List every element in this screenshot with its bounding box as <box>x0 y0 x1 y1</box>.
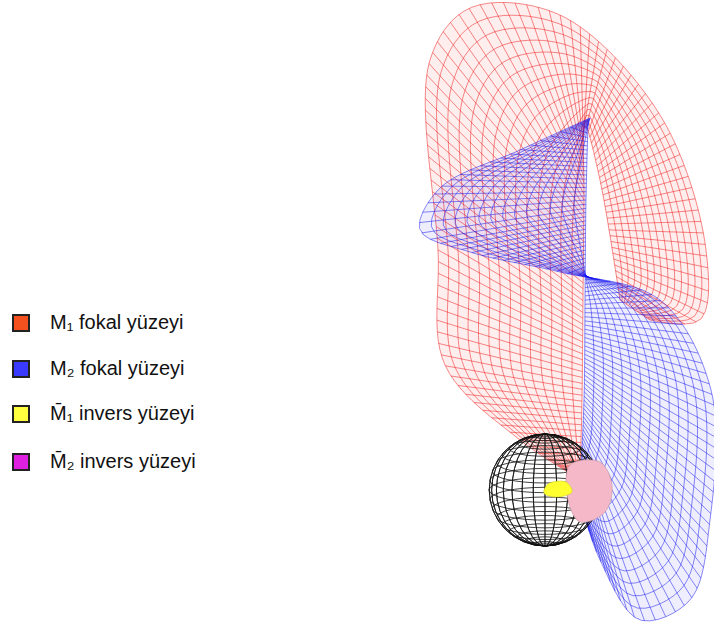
blue-focal-surface-fill <box>419 118 714 621</box>
legend-text: M̄₁ invers yüzeyi <box>50 402 195 425</box>
yellow-inverse-surface <box>544 481 572 497</box>
blue-focal-surface-mesh-line <box>526 123 631 510</box>
sphere-meridian <box>512 434 578 546</box>
blue-focal-surface-mesh-line <box>578 125 588 500</box>
blue-focal-surface-mesh-line <box>431 119 707 609</box>
legend-text: M₁ fokal yüzeyi <box>50 311 183 334</box>
sphere-meridian <box>512 434 578 546</box>
legend-swatch <box>12 453 30 471</box>
helper-path <box>419 118 714 621</box>
legend-entry: M₂ fokal yüzeyi <box>12 357 184 380</box>
blue-focal-surface <box>419 118 714 621</box>
pink-inverse-surface <box>566 460 612 523</box>
legend-text: M₂ fokal yüzeyi <box>50 357 184 380</box>
blue-focal-surface-mesh-line <box>515 122 642 522</box>
blue-focal-surface-mesh-line <box>455 120 688 584</box>
legend-swatch <box>12 314 30 332</box>
legend-entry: M̄₁ invers yüzeyi <box>12 402 195 425</box>
blue-focal-surface-mesh-line <box>538 123 622 500</box>
blue-focal-surface-mesh-line <box>550 124 613 501</box>
legend-entry: M₁ fokal yüzeyi <box>12 311 183 334</box>
legend-entry: M̄₂ invers yüzeyi <box>12 450 196 473</box>
blue-focal-surface-mesh-line <box>503 122 651 534</box>
legend-swatch <box>12 360 30 378</box>
blue-focal-surface-mesh-line <box>443 119 697 596</box>
blue-focal-surface-mesh-line <box>467 120 679 571</box>
blue-focal-surface-mesh-line <box>479 121 669 559</box>
legend-text: M̄₂ invers yüzeyi <box>50 450 196 473</box>
blue-focal-surface-mesh-line <box>419 118 714 621</box>
legend-swatch <box>12 405 30 423</box>
blue-focal-surface-mesh-line <box>491 121 660 546</box>
